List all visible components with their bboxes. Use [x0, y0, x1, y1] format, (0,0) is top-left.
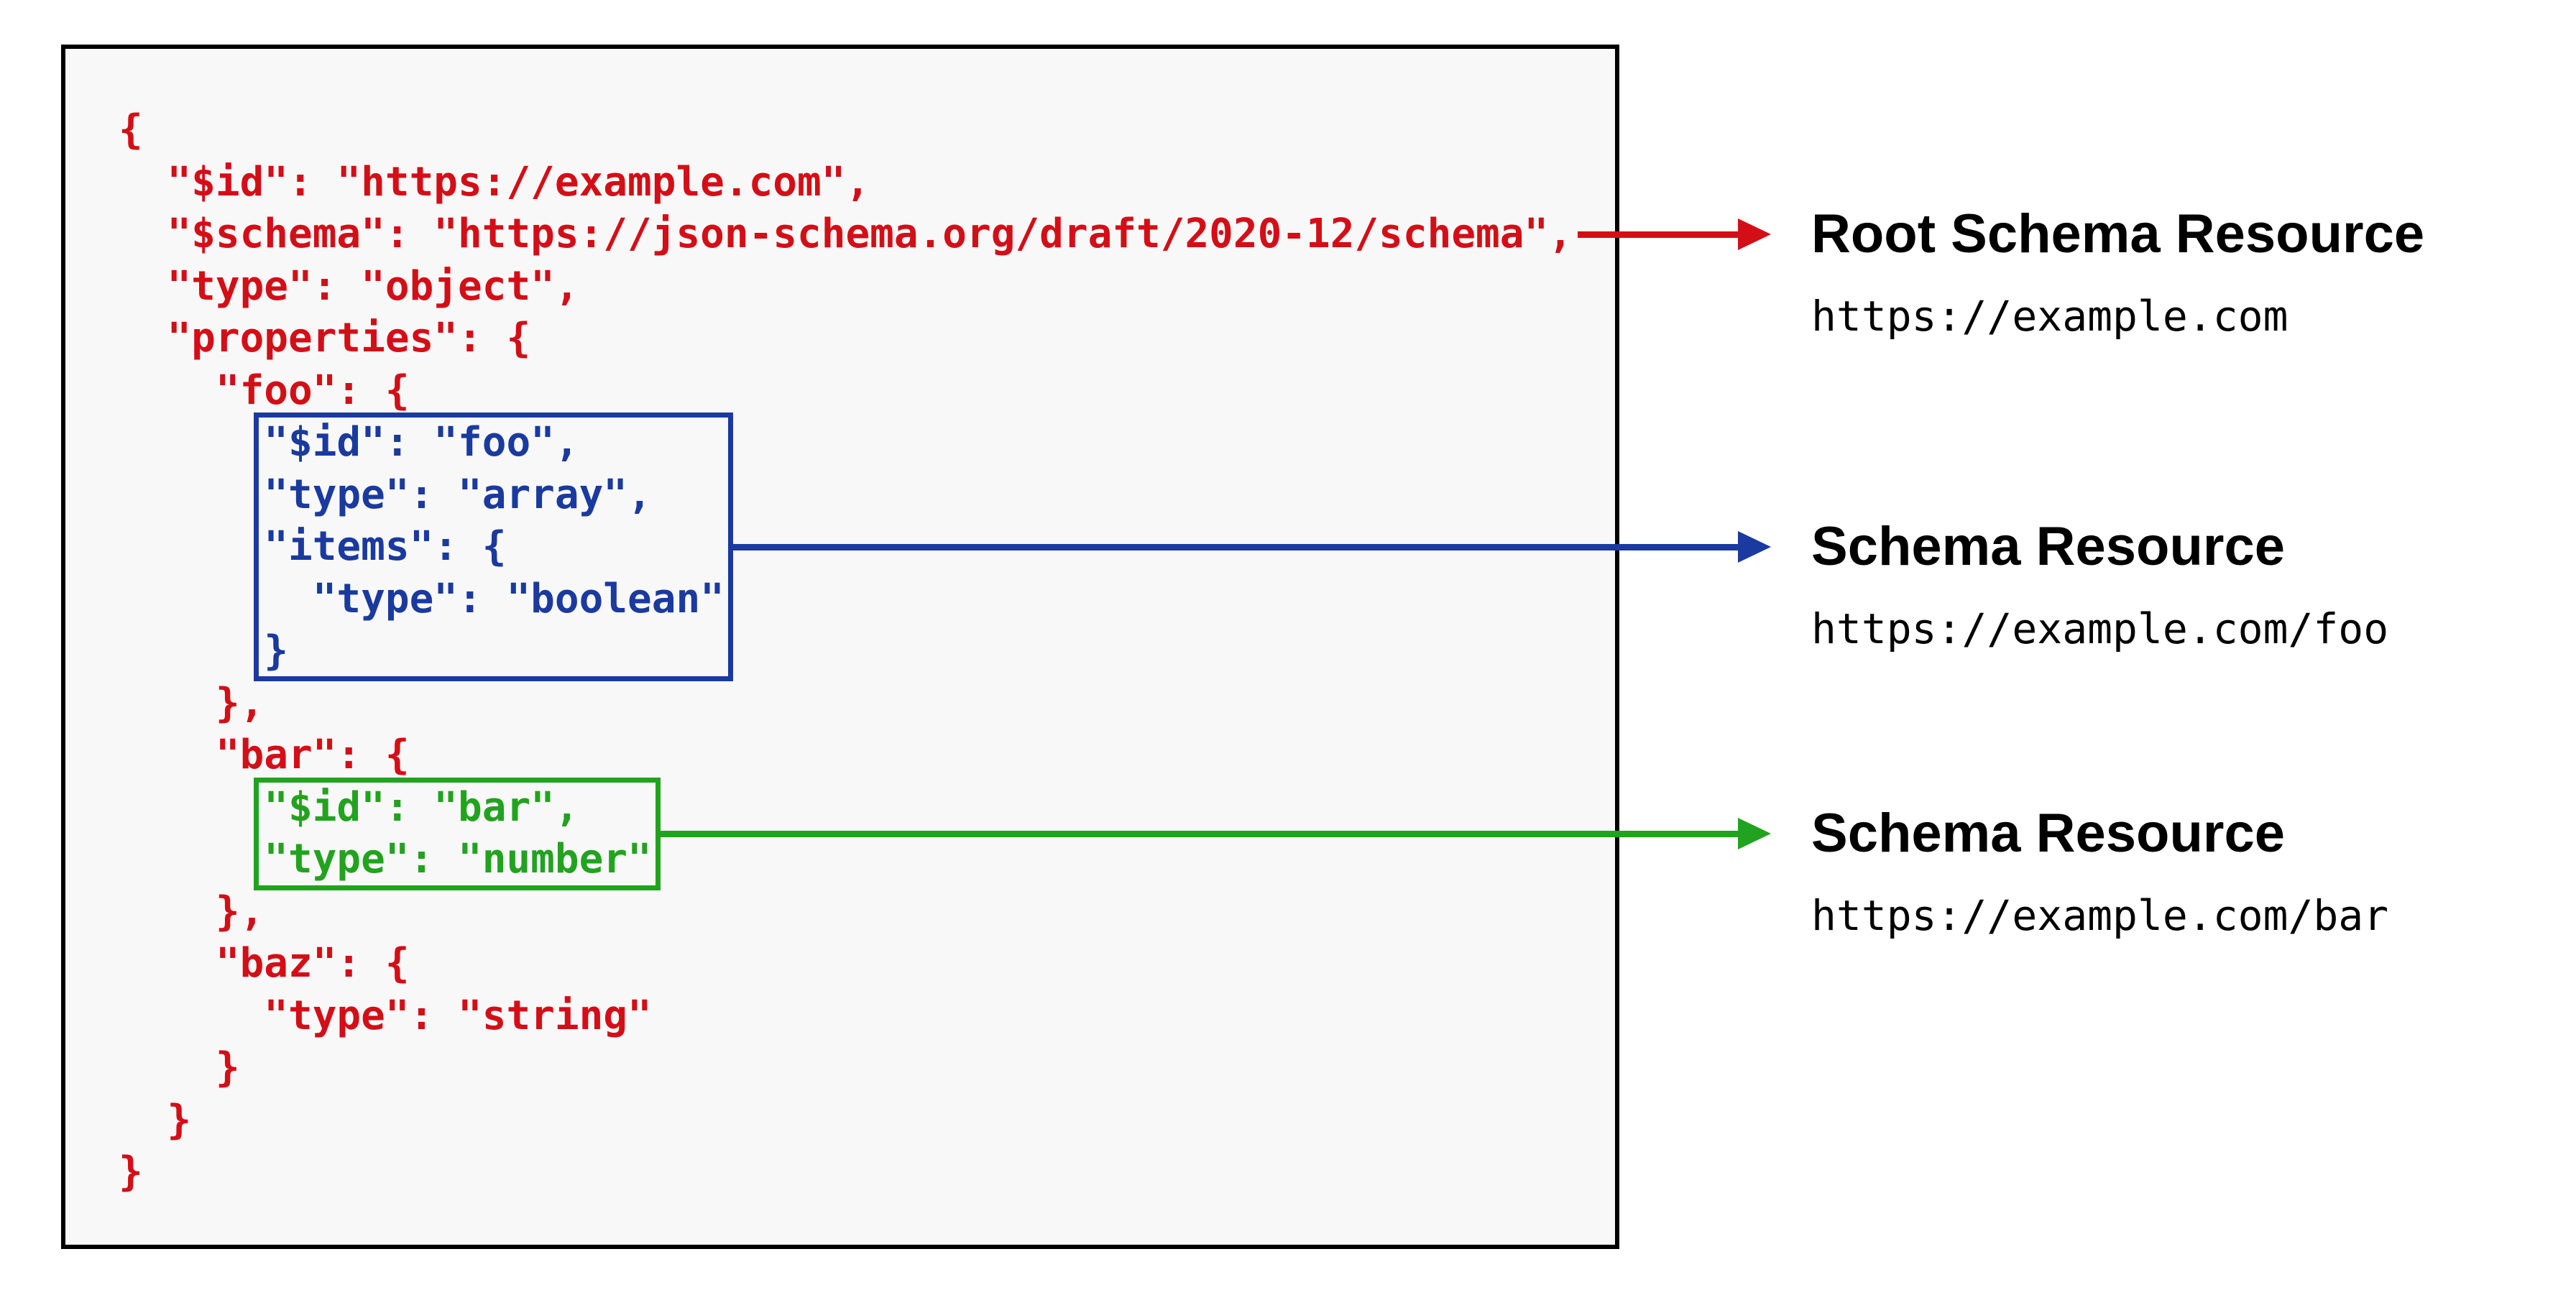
bar-schema-arrow-line [660, 831, 1739, 837]
code-line: "$id": "https://example.com", [119, 158, 870, 206]
code-line: } [119, 627, 289, 674]
json-code: { "$id": "https://example.com", "$schema… [119, 104, 1573, 1199]
code-line: "type": "boolean" [119, 575, 724, 622]
code-line: } [119, 1044, 240, 1091]
code-line: } [119, 1096, 192, 1143]
annotation-title: Schema Resource [1811, 516, 2285, 577]
code-line: { [119, 106, 143, 153]
code-line: "foo": { [119, 367, 410, 414]
code-line: "bar": { [119, 732, 410, 778]
code-line: "baz": { [119, 940, 410, 987]
code-line: "items": { [119, 523, 507, 570]
bar-schema-arrow-head-icon [1738, 818, 1771, 849]
code-line: "properties": { [119, 315, 531, 361]
code-line: "$id": "bar", [119, 783, 579, 831]
root-schema-arrow-head-icon [1738, 218, 1771, 250]
code-line: "type": "object", [119, 262, 579, 310]
schema-document-box [61, 45, 1619, 1249]
annotation-uri: https://example.com [1811, 292, 2288, 341]
code-line: }, [119, 679, 264, 727]
code-line: "type": "string" [119, 992, 652, 1039]
bar-schema-resource-box [254, 778, 661, 890]
code-line: "$schema": "https://json-schema.org/draf… [119, 211, 1573, 257]
foo-schema-arrow-head-icon [1738, 531, 1771, 563]
annotation-uri: https://example.com/foo [1811, 604, 2389, 653]
annotation-title: Schema Resource [1811, 803, 2285, 864]
annotation-title: Root Schema Resource [1811, 203, 2425, 264]
annotation-foo-schema-resource: Schema Resource https://example.com/foo [1811, 510, 2388, 653]
annotation-root-schema-resource: Root Schema Resource https://example.com [1811, 197, 2424, 340]
json-code-lines: { "$id": "https://example.com", "$schema… [119, 104, 1573, 1199]
code-line: "type": "number" [119, 836, 652, 882]
annotation-uri: https://example.com/bar [1811, 891, 2389, 940]
code-line: "type": "array", [119, 471, 652, 518]
annotation-bar-schema-resource: Schema Resource https://example.com/bar [1811, 796, 2388, 939]
code-line: }, [119, 888, 264, 935]
foo-schema-resource-box [254, 413, 733, 681]
foo-schema-arrow-line [732, 544, 1739, 550]
code-line: "$id": "foo", [119, 419, 579, 466]
root-schema-arrow-line [1578, 231, 1739, 238]
code-line: } [119, 1148, 143, 1195]
